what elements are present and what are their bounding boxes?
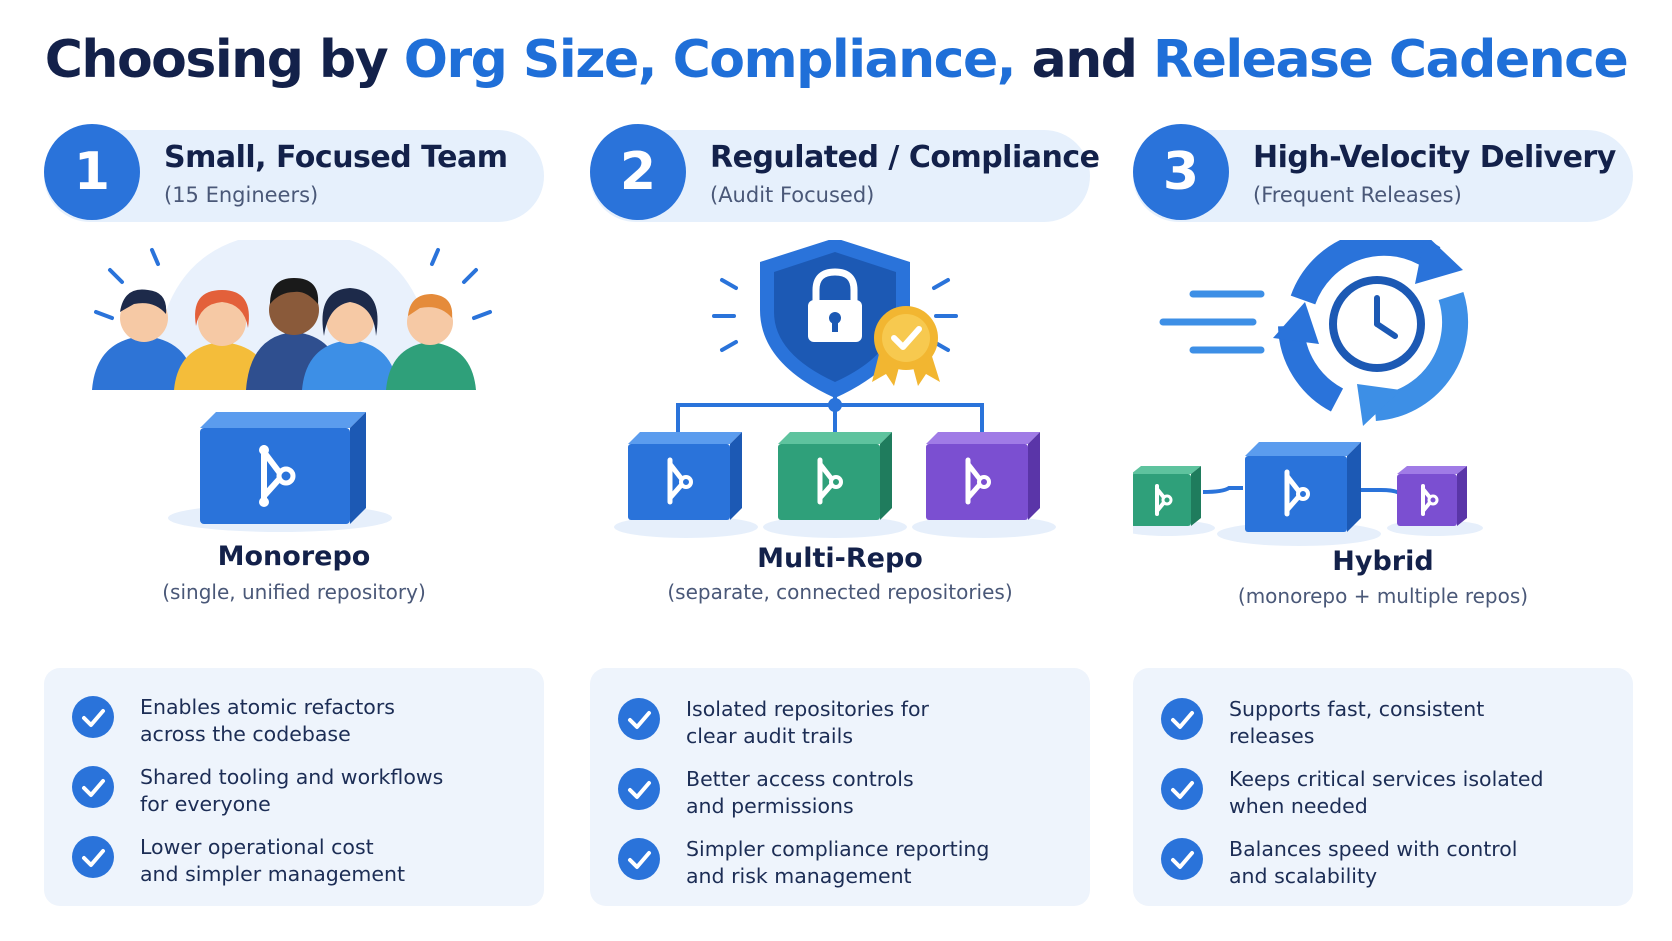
- column-hybrid: 3 High-Velocity Delivery (Frequent Relea…: [1133, 0, 1633, 941]
- column-subtitle: (Audit Focused): [710, 183, 875, 207]
- benefit-item: Isolated repositories for clear audit tr…: [618, 696, 1068, 752]
- check-icon: [72, 766, 114, 808]
- title-text-4: Release Cadence: [1153, 30, 1629, 90]
- check-icon: [72, 836, 114, 878]
- team-illustration: [92, 240, 492, 532]
- benefit-text: Simpler compliance reporting and risk ma…: [686, 837, 990, 888]
- benefit-item: Shared tooling and workflows for everyon…: [72, 764, 522, 820]
- benefit-text: Isolated repositories for clear audit tr…: [686, 697, 929, 748]
- benefits-panel: Enables atomic refactors across the code…: [44, 668, 544, 906]
- column-subtitle: (15 Engineers): [164, 183, 319, 207]
- team-icon: [92, 240, 492, 390]
- number-badge: 3: [1133, 124, 1229, 220]
- number-badge: 2: [590, 124, 686, 220]
- repo-description: (single, unified repository): [162, 580, 426, 604]
- check-icon: [1161, 698, 1203, 740]
- benefits-panel: Supports fast, consistent releases Keeps…: [1133, 668, 1633, 906]
- benefit-item: Lower operational cost and simpler manag…: [72, 834, 522, 890]
- benefit-text: Enables atomic refactors across the code…: [140, 695, 395, 746]
- certificate-ribbon-icon: [872, 306, 940, 386]
- column-subtitle: (Frequent Releases): [1253, 183, 1462, 207]
- check-icon: [618, 838, 660, 880]
- title-text-2: Org Size, Compliance,: [403, 30, 1017, 90]
- title-text-1: Choosing by: [44, 30, 404, 90]
- cycle-clock-icon: [1273, 240, 1469, 426]
- repo-cube-green-icon: [763, 432, 907, 538]
- benefit-item: Simpler compliance reporting and risk ma…: [618, 836, 1068, 892]
- column-monorepo: 1 Small, Focused Team (15 Engineers): [44, 0, 544, 941]
- benefit-text: Better access controls and permissions: [686, 767, 914, 818]
- speed-lines-icon: [1159, 290, 1265, 354]
- repo-cube-blue-icon: [1217, 442, 1381, 546]
- benefit-text: Lower operational cost and simpler manag…: [140, 835, 406, 886]
- benefit-item: Better access controls and permissions: [618, 766, 1068, 822]
- repo-name: Hybrid: [1332, 546, 1434, 577]
- benefit-item: Enables atomic refactors across the code…: [72, 694, 522, 750]
- repo-cube-green-icon: [1133, 466, 1215, 536]
- velocity-illustration: [1133, 240, 1483, 546]
- number-badge: 1: [44, 124, 140, 220]
- repo-cube-purple-icon: [912, 432, 1056, 538]
- benefits-panel: Isolated repositories for clear audit tr…: [590, 668, 1090, 906]
- repo-cube-blue-icon: [614, 432, 758, 538]
- title-text-3: and: [1015, 30, 1154, 90]
- check-icon: [618, 768, 660, 810]
- check-icon: [72, 696, 114, 738]
- repo-description: (separate, connected repositories): [667, 580, 1013, 604]
- benefit-text: Keeps critical services isolated when ne…: [1229, 767, 1544, 818]
- check-icon: [1161, 768, 1203, 810]
- check-icon: [1161, 838, 1203, 880]
- column-title: Small, Focused Team: [164, 140, 508, 175]
- connector-lines: [676, 390, 984, 432]
- benefit-text: Balances speed with control and scalabil…: [1229, 837, 1518, 888]
- repo-description: (monorepo + multiple repos): [1237, 584, 1529, 608]
- repo-name: Monorepo: [217, 541, 371, 572]
- column-title: High-Velocity Delivery: [1253, 140, 1616, 175]
- benefit-item: Supports fast, consistent releases: [1161, 696, 1611, 752]
- repo-cube-purple-icon: [1387, 466, 1483, 536]
- check-icon: [618, 698, 660, 740]
- column-multi-repo: 2 Regulated / Compliance (Audit Focused): [590, 0, 1100, 941]
- repo-name: Multi-Repo: [757, 543, 923, 574]
- benefit-text: Supports fast, consistent releases: [1229, 697, 1485, 748]
- monorepo-cube-icon: [168, 412, 392, 532]
- benefit-item: Balances speed with control and scalabil…: [1161, 836, 1611, 892]
- benefit-item: Keeps critical services isolated when ne…: [1161, 766, 1611, 822]
- compliance-illustration: [614, 240, 1056, 538]
- benefit-text: Shared tooling and workflows for everyon…: [140, 765, 444, 816]
- page-title: Choosing by Org Size, Compliance, and Re…: [0, 30, 1672, 90]
- column-title: Regulated / Compliance: [710, 140, 1100, 175]
- shield-lock-icon: [712, 240, 958, 398]
